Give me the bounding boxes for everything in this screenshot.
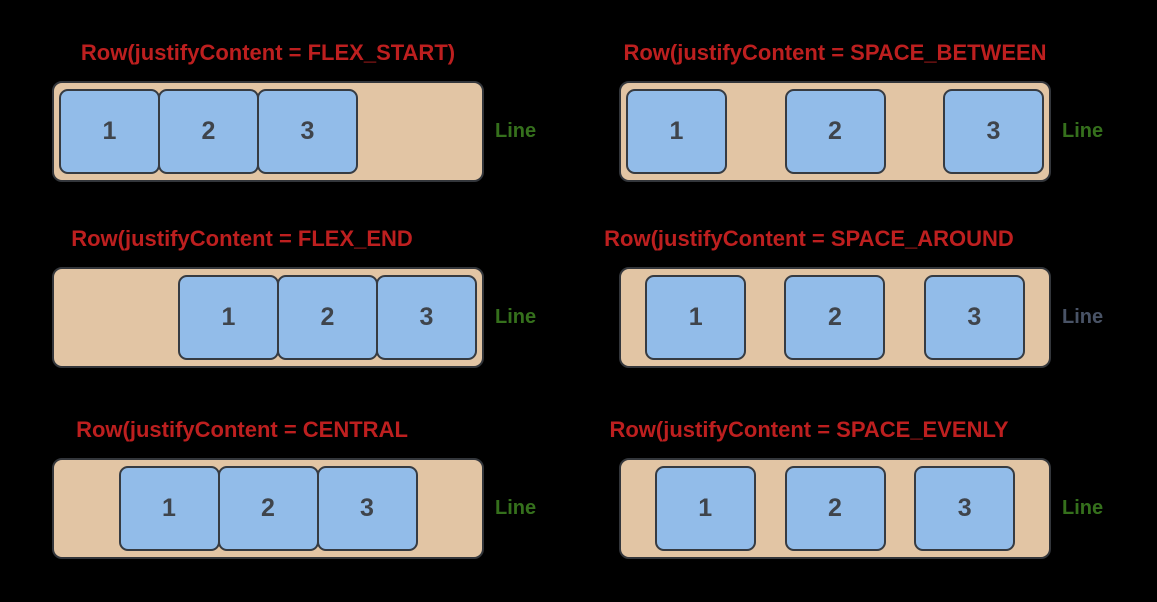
flex-item-3: 3 — [914, 466, 1016, 551]
demo-title: Row(justifyContent = SPACE_AROUND — [604, 226, 1051, 252]
flex-item-1: 1 — [59, 89, 160, 174]
demo-row: 1 2 3 Line — [52, 81, 536, 182]
demo-row: 1 2 3 Line — [619, 458, 1103, 559]
demo-title: Row(justifyContent = CENTRAL — [52, 417, 484, 443]
flex-row-container: 1 2 3 — [52, 458, 484, 559]
demo-space-between: Row(justifyContent = SPACE_BETWEEN 1 2 3… — [619, 40, 1103, 182]
flex-item-3: 3 — [376, 275, 477, 360]
flex-item-2: 2 — [784, 275, 886, 360]
flex-item-1: 1 — [654, 466, 756, 551]
demo-title: Row(justifyContent = SPACE_EVENLY — [609, 417, 1051, 443]
flex-row-container: 1 2 3 — [52, 81, 484, 182]
flex-item-2: 2 — [277, 275, 378, 360]
demo-title-text: Row(justifyContent = CENTRAL — [76, 417, 408, 442]
flex-item-1: 1 — [626, 89, 727, 174]
demo-title-text: Row(justifyContent = SPACE_BETWEEN — [623, 40, 1047, 65]
demo-row: 1 2 3 Line — [52, 267, 536, 368]
flex-item-2: 2 — [784, 466, 886, 551]
demo-space-evenly: Row(justifyContent = SPACE_EVENLY 1 2 3 … — [609, 417, 1103, 559]
demo-title: Row(justifyContent = FLEX_START) — [52, 40, 484, 66]
flex-row-container: 1 2 3 — [619, 458, 1051, 559]
flex-item-3: 3 — [316, 466, 418, 551]
line-label: Line — [495, 497, 537, 519]
line-label: Line — [495, 120, 537, 142]
flex-item-1: 1 — [118, 466, 220, 551]
flex-item-2: 2 — [217, 466, 319, 551]
demo-central: Row(justifyContent = CENTRAL 1 2 3 Line — [52, 417, 536, 559]
flex-row-container: 1 2 3 — [52, 267, 484, 368]
demo-title-text: Row(justifyContent = SPACE_AROUND — [604, 226, 1014, 251]
demo-title: Row(justifyContent = SPACE_BETWEEN — [619, 40, 1051, 66]
demo-title-text: Row(justifyContent = SPACE_EVENLY — [609, 417, 1009, 442]
demo-title: Row(justifyContent = FLEX_END — [52, 226, 484, 252]
line-label: Line — [1062, 120, 1104, 142]
demo-space-around: Row(justifyContent = SPACE_AROUND 1 2 3 … — [604, 226, 1103, 368]
flex-item-2: 2 — [158, 89, 259, 174]
line-label: Line — [1062, 497, 1104, 519]
flex-item-1: 1 — [178, 275, 279, 360]
demo-row: 1 2 3 Line — [52, 458, 536, 559]
line-label: Line — [495, 306, 537, 328]
line-label: Line — [1062, 306, 1104, 328]
demo-row: 1 2 3 Line — [619, 267, 1103, 368]
demo-row: 1 2 3 Line — [619, 81, 1103, 182]
demo-flex-end: Row(justifyContent = FLEX_END 1 2 3 Line — [52, 226, 536, 368]
flex-item-1: 1 — [645, 275, 747, 360]
demo-flex-start: Row(justifyContent = FLEX_START) 1 2 3 L… — [52, 40, 536, 182]
flex-item-3: 3 — [943, 89, 1044, 174]
demo-title-text: Row(justifyContent = FLEX_START) — [80, 40, 456, 65]
flex-row-container: 1 2 3 — [619, 267, 1051, 368]
flex-item-3: 3 — [257, 89, 358, 174]
flex-item-3: 3 — [923, 275, 1025, 360]
flex-item-2: 2 — [784, 89, 886, 174]
flex-row-container: 1 2 3 — [619, 81, 1051, 182]
demo-title-text: Row(justifyContent = FLEX_END — [71, 226, 413, 251]
